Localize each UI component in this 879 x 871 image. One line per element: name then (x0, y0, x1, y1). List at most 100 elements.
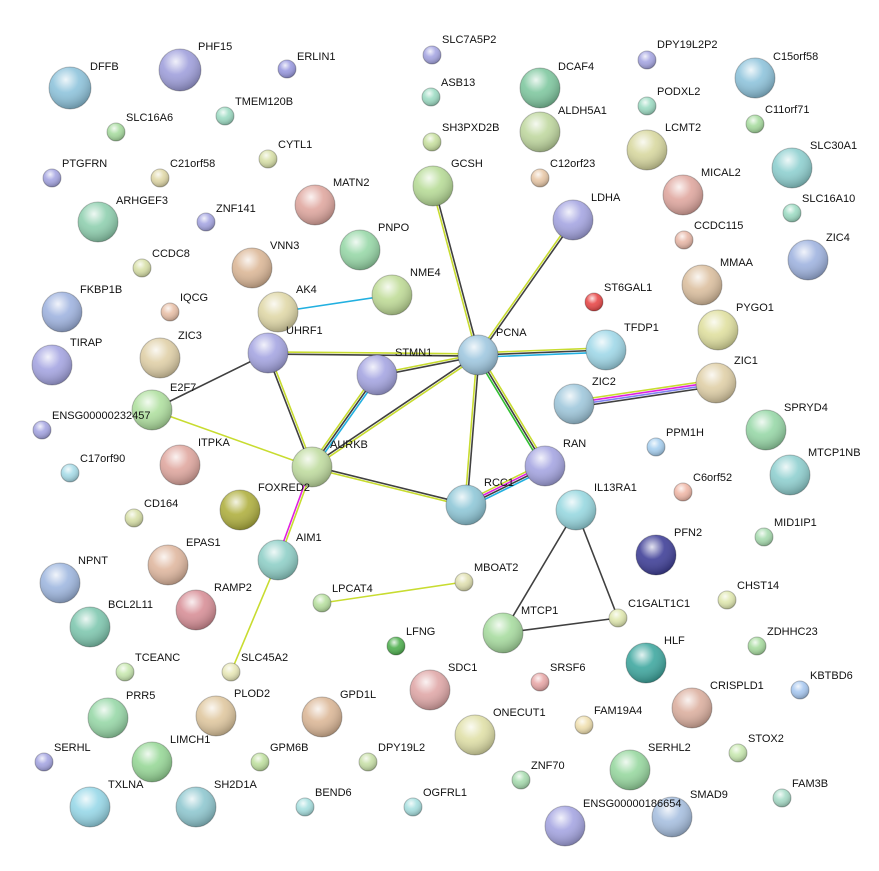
node-vnn3[interactable] (231, 247, 273, 289)
node-dffb[interactable] (48, 66, 92, 110)
node-lfng[interactable] (386, 636, 406, 656)
node-cd164[interactable] (124, 508, 144, 528)
node-uhrf1[interactable] (247, 332, 289, 374)
node-zic3[interactable] (139, 337, 181, 379)
node-itpka[interactable] (159, 444, 201, 486)
node-zic4[interactable] (787, 239, 829, 281)
node-mid1ip1[interactable] (754, 527, 774, 547)
node-pcna[interactable] (457, 334, 499, 376)
edge-uhrf1-aurkb[interactable] (266, 352, 314, 468)
node-zdhhc23[interactable] (747, 636, 767, 656)
node-prr5[interactable] (87, 697, 129, 739)
node-ppm1h[interactable] (646, 437, 666, 457)
node-c15orf58[interactable] (734, 57, 776, 99)
edge-pcna-ldha[interactable] (476, 218, 575, 357)
node-mtcp1[interactable] (482, 612, 524, 654)
node-zic1[interactable] (695, 362, 737, 404)
node-slc16a10[interactable] (782, 203, 802, 223)
node-aim1[interactable] (257, 539, 299, 581)
node-phf15[interactable] (158, 48, 202, 92)
node-ensg00000232457[interactable] (32, 420, 52, 440)
node-znf141[interactable] (196, 212, 216, 232)
node-dcaf4[interactable] (519, 67, 561, 109)
node-e2f7[interactable] (131, 389, 173, 431)
node-dpy19l2p2[interactable] (637, 50, 657, 70)
node-gpd1l[interactable] (301, 696, 343, 738)
edge-aurkb-rcc1[interactable] (311, 465, 467, 507)
node-c11orf71[interactable] (745, 114, 765, 134)
node-onecut1[interactable] (454, 714, 496, 756)
node-serhl[interactable] (34, 752, 54, 772)
node-gcsh[interactable] (412, 165, 454, 207)
node-nme4[interactable] (371, 274, 413, 316)
node-fkbp1b[interactable] (41, 291, 83, 333)
node-mboat2[interactable] (454, 572, 474, 592)
node-npnt[interactable] (39, 562, 81, 604)
node-serhl2[interactable] (609, 749, 651, 791)
edge-zic2-zic1[interactable] (573, 378, 717, 409)
node-asb13[interactable] (421, 87, 441, 107)
node-txlna[interactable] (69, 786, 111, 828)
node-smad9[interactable] (651, 796, 693, 838)
node-st6gal1[interactable] (584, 292, 604, 312)
node-c6orf52[interactable] (673, 482, 693, 502)
node-fam19a4[interactable] (574, 715, 594, 735)
node-aldh5a1[interactable] (519, 111, 561, 153)
node-fam3b[interactable] (772, 788, 792, 808)
node-ogfrl1[interactable] (403, 797, 423, 817)
edge-pcna-gcsh[interactable] (431, 185, 480, 356)
edge-il13ra1-mtcp1[interactable] (502, 509, 577, 634)
edge-pcna-rcc1[interactable] (464, 354, 480, 506)
node-aurkb[interactable] (291, 446, 333, 488)
node-sh3pxd2b[interactable] (422, 132, 442, 152)
edge-lpcat4-mboat2[interactable] (321, 581, 465, 604)
node-ran[interactable] (524, 445, 566, 487)
node-hlf[interactable] (625, 642, 667, 684)
node-slc16a6[interactable] (106, 122, 126, 142)
node-iqcg[interactable] (160, 302, 180, 322)
node-sh2d1a[interactable] (175, 786, 217, 828)
node-c12orf23[interactable] (530, 168, 550, 188)
node-ccdc115[interactable] (674, 230, 694, 250)
node-erlin1[interactable] (277, 59, 297, 79)
node-pnpo[interactable] (339, 229, 381, 271)
node-cytl1[interactable] (258, 149, 278, 169)
node-c17orf90[interactable] (60, 463, 80, 483)
node-ptgfrn[interactable] (42, 168, 62, 188)
edge-uhrf1-pcna[interactable] (267, 351, 479, 357)
node-plod2[interactable] (195, 695, 237, 737)
node-epas1[interactable] (147, 544, 189, 586)
node-ensg00000186654[interactable] (544, 805, 586, 847)
node-slc30a1[interactable] (771, 147, 813, 189)
node-podxl2[interactable] (637, 96, 657, 116)
node-c21orf58[interactable] (150, 168, 170, 188)
node-mical2[interactable] (662, 174, 704, 216)
node-dpy19l2[interactable] (358, 752, 378, 772)
node-ak4[interactable] (257, 291, 299, 333)
edge-e2f7-aurkb[interactable] (151, 409, 313, 468)
node-mtcp1nb[interactable] (769, 454, 811, 496)
node-rcc1[interactable] (445, 484, 487, 526)
node-sdc1[interactable] (409, 669, 451, 711)
edge-aurkb-pcna[interactable] (310, 353, 480, 469)
node-slc45a2[interactable] (221, 662, 241, 682)
node-spryd4[interactable] (745, 409, 787, 451)
edge-aim1-slc45a2[interactable] (230, 559, 279, 673)
node-stox2[interactable] (728, 743, 748, 763)
node-tfdp1[interactable] (585, 329, 627, 371)
node-matn2[interactable] (294, 184, 336, 226)
node-znf70[interactable] (511, 770, 531, 790)
node-tirap[interactable] (31, 344, 73, 386)
node-bend6[interactable] (295, 797, 315, 817)
node-pfn2[interactable] (635, 534, 677, 576)
node-tmem120b[interactable] (215, 106, 235, 126)
edge-uhrf1-e2f7[interactable] (151, 352, 269, 411)
node-chst14[interactable] (717, 590, 737, 610)
node-il13ra1[interactable] (555, 489, 597, 531)
node-ldha[interactable] (552, 199, 594, 241)
node-ramp2[interactable] (175, 589, 217, 631)
node-arhgef3[interactable] (77, 201, 119, 243)
node-lpcat4[interactable] (312, 593, 332, 613)
node-stmn1[interactable] (356, 354, 398, 396)
node-zic2[interactable] (553, 383, 595, 425)
